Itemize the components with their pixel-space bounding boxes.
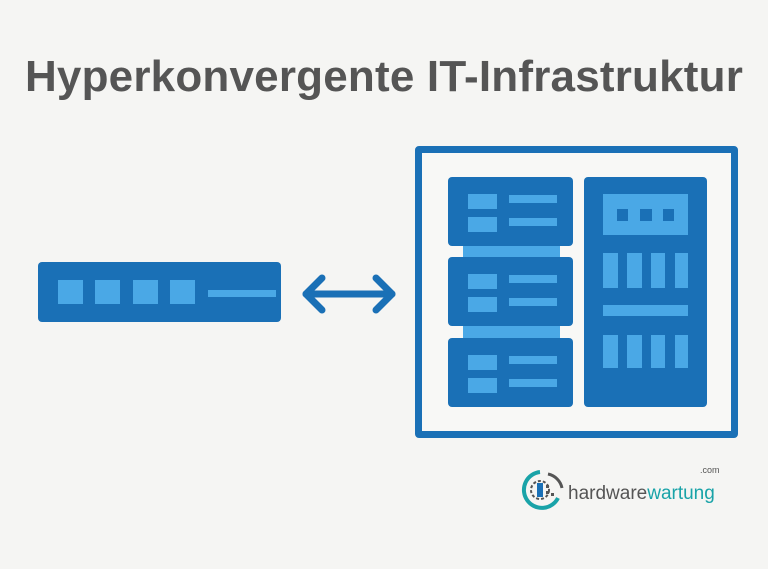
blade-indicator: [468, 355, 497, 370]
blade-indicator: [468, 217, 497, 232]
logo-suffix: .com: [700, 465, 720, 475]
page-title: Hyperkonvergente IT-Infrastruktur: [24, 52, 744, 101]
blade-line: [509, 218, 557, 226]
logo-part1: hardware: [568, 483, 648, 504]
blade-indicator: [468, 274, 497, 289]
blade-connector: [463, 325, 560, 340]
blade-line: [509, 275, 557, 283]
blade-indicator: [468, 194, 497, 209]
server-blade: [448, 338, 573, 407]
panel-dot: [617, 209, 628, 221]
blade-line: [509, 298, 557, 306]
server-blade: [448, 177, 573, 246]
server-blade: [448, 257, 573, 326]
logo-part2: wartung: [647, 483, 715, 504]
blade-indicator: [468, 297, 497, 312]
switch-port: [133, 280, 158, 304]
logo-icon: [521, 470, 564, 510]
blade-connector: [463, 244, 560, 259]
panel-dot: [663, 209, 674, 221]
switch-port: [58, 280, 83, 304]
drive-bay: [603, 335, 618, 368]
logo-wordmark: hardwarewartung: [568, 484, 715, 503]
panel-dot: [640, 209, 652, 221]
drive-bay: [651, 253, 665, 288]
blade-line: [509, 356, 557, 364]
drive-bay: [675, 335, 688, 368]
switch-port: [170, 280, 195, 304]
drive-bay: [603, 253, 618, 288]
blade-line: [509, 195, 557, 203]
drive-bay: [627, 253, 642, 288]
bidirectional-arrow-icon: [302, 274, 396, 314]
switch-port: [95, 280, 120, 304]
switch-line: [208, 290, 276, 297]
drive-bay: [651, 335, 665, 368]
blade-indicator: [468, 378, 497, 393]
tower-divider: [603, 305, 688, 316]
drive-bay: [675, 253, 688, 288]
blade-line: [509, 379, 557, 387]
drive-bay: [627, 335, 642, 368]
